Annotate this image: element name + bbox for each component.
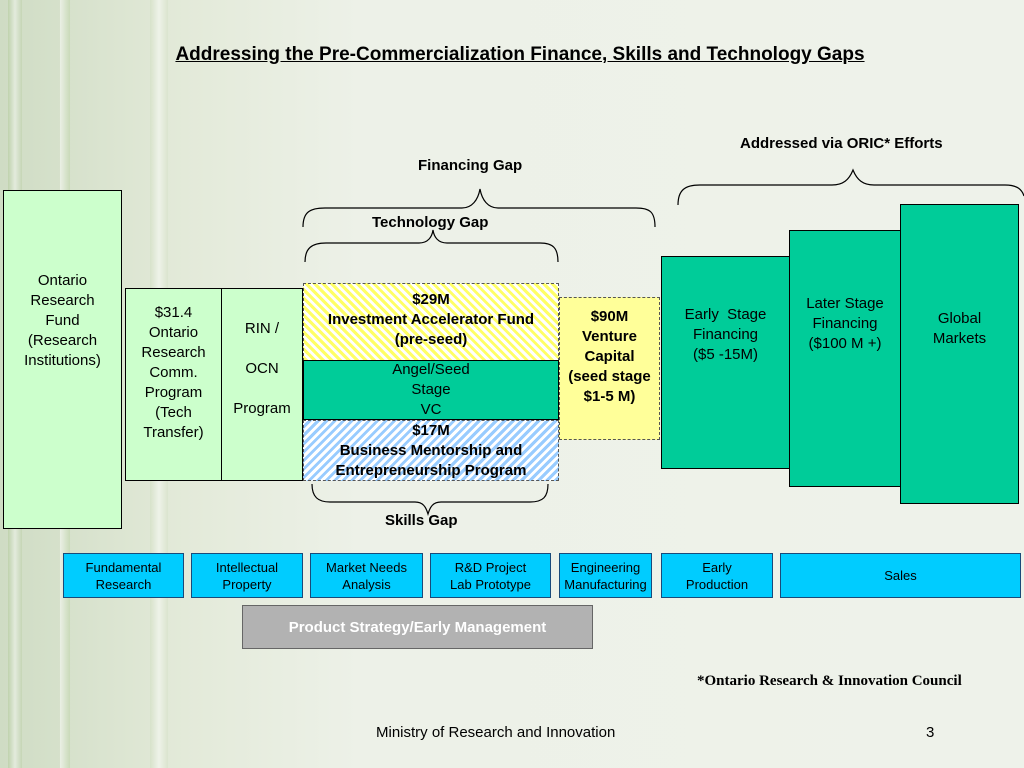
technology-gap-brace: [304, 229, 559, 263]
technology-gap-label: Technology Gap: [372, 214, 489, 231]
mentorship-line-1: Business Mentorship and: [339, 441, 523, 459]
product-strategy-box: Product Strategy/Early Management: [242, 605, 593, 649]
business-mentorship-box: $17M Business Mentorship and Entrepreneu…: [303, 420, 559, 481]
iaf-amount: $29M: [412, 291, 450, 308]
mentorship-amount: $17M: [412, 421, 450, 439]
ontario-research-fund-text: Ontario Research Fund (Research Institut…: [24, 271, 101, 369]
oric-footnote: *Ontario Research & Innovation Council: [697, 673, 962, 689]
orc-program-text: $31.4 Ontario Research Comm. Program (Te…: [141, 303, 206, 441]
skills-gap-label: Skills Gap: [385, 512, 458, 529]
iaf-stage: (pre-seed): [394, 331, 468, 348]
later-stage-financing-box: Later Stage Financing ($100 M +): [789, 230, 901, 487]
early-stage-financing-box: Early Stage Financing ($5 -15M): [661, 256, 790, 469]
orc-program-box: $31.4 Ontario Research Comm. Program (Te…: [125, 288, 222, 481]
global-markets-box: Global Markets: [900, 204, 1019, 504]
ministry-footer: Ministry of Research and Innovation: [376, 724, 616, 741]
oric-brace: [677, 168, 1024, 206]
financing-gap-label: Financing Gap: [418, 157, 523, 174]
mentorship-line-2: Entrepreneurship Program: [335, 461, 527, 479]
ontario-research-fund-box: Ontario Research Fund (Research Institut…: [3, 190, 122, 529]
stage-sales: Sales: [780, 553, 1021, 598]
addressed-via-oric-label: Addressed via ORIC* Efforts: [740, 135, 943, 152]
page-number: 3: [926, 724, 935, 741]
skills-gap-brace: [311, 483, 549, 517]
iaf-name: Investment Accelerator Fund: [327, 311, 535, 328]
investment-accelerator-fund-box: $29M Investment Accelerator Fund (pre-se…: [303, 283, 559, 361]
rin-ocn-program-box: RIN / OCN Program: [221, 288, 303, 481]
venture-capital-box: $90M Venture Capital (seed stage $1-5 M): [559, 297, 660, 440]
angel-seed-vc-box: Angel/Seed Stage VC: [303, 360, 559, 420]
slide-title: Addressing the Pre-Commercialization Fin…: [175, 44, 865, 65]
rin-ocn-program-text: RIN / OCN Program: [233, 319, 291, 417]
